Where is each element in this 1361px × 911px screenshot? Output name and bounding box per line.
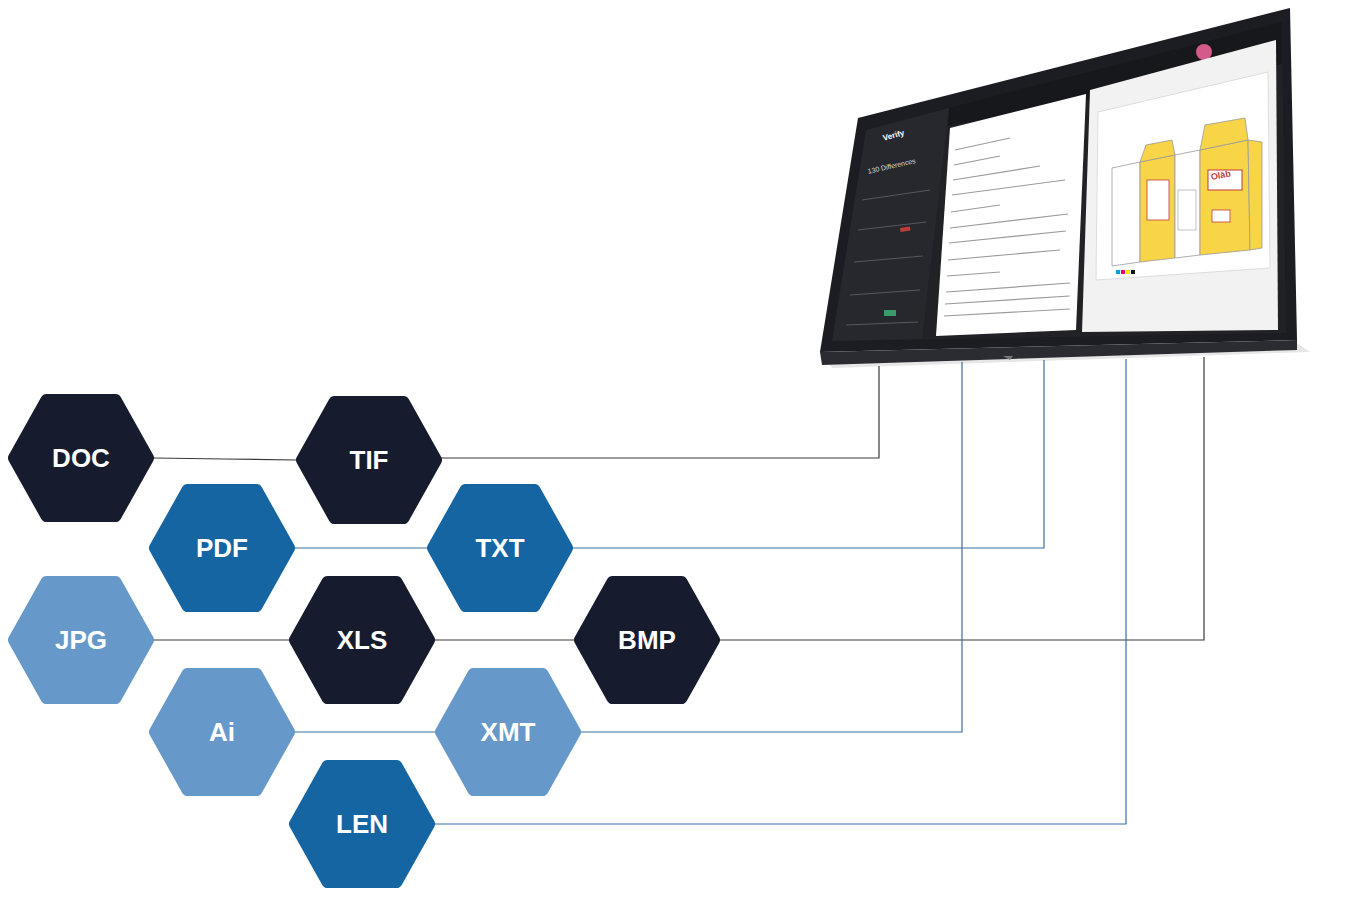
leader-line [440,366,879,458]
format-label: TIF [350,445,389,476]
doc-text-line [954,156,1000,165]
monitor-logo [1003,356,1013,360]
package-panel [1140,155,1175,262]
package-panel [1175,150,1200,258]
hexagon-outline [155,490,289,606]
format-label: PDF [196,533,248,564]
doc-text-line [952,180,1065,195]
screen [832,22,1286,341]
package-barcode [1178,190,1196,230]
format-hexagon: BMP [574,576,720,704]
package-mark [1212,210,1230,222]
package-flap [1140,140,1175,162]
hexagon-outline [433,490,567,606]
format-hexagon: Ai [149,668,295,796]
leader-line [580,362,962,732]
format-hexagon: XLS [289,576,435,704]
format-hexagon: DOC [8,394,154,522]
format-hexagon: TIF [296,396,442,524]
format-hexagon: JPG [8,576,154,704]
doc-text-line [947,272,1000,276]
sidebar-line [858,222,926,230]
doc-text-line [946,283,1070,292]
format-label: TXT [475,533,524,564]
hexagon-outline [14,582,148,698]
connector [435,640,574,641]
format-label: JPG [55,625,107,656]
doc-text-line [948,250,1060,260]
format-label: BMP [618,625,676,656]
monitor-frame [820,8,1297,352]
format-hexagon: PDF [149,484,295,612]
hexagon-outline [295,766,429,882]
package-panel [1248,140,1262,250]
hexagon-outline [302,402,436,518]
doc-text-line [953,166,1040,180]
leader-line [718,357,1204,640]
hexagon-outline [295,582,429,698]
connector [295,732,435,733]
format-hexagon: TXT [427,484,573,612]
sidebar-badge [900,227,910,232]
hexagon-outline [580,582,714,698]
package-flap [1200,118,1248,150]
document-panel [936,94,1086,336]
doc-text-line [955,138,1010,150]
connector [154,458,296,460]
sidebar-line [854,256,923,262]
hexagon-outline [441,674,575,790]
color-strip [1116,270,1135,274]
format-label: LEN [336,809,388,840]
format-hexagon: LEN [289,760,435,888]
doc-text-line [944,309,1070,316]
doc-text-line [950,214,1068,228]
format-label: Ai [209,717,235,748]
sidebar-line [862,190,930,200]
leader-line [434,359,1126,824]
sidebar-line [850,290,920,295]
package-panel [1112,162,1140,266]
avatar [1196,44,1212,60]
hexagon-outline [14,400,148,516]
hexagon-outline [155,674,289,790]
doc-text-line [949,231,1066,243]
sidebar-line [846,322,918,325]
format-hexagon: XMT [435,668,581,796]
artwork-panel [1082,40,1278,332]
sidebar [832,108,949,341]
leader-line [572,360,1044,548]
artwork-canvas [1096,72,1270,280]
format-label: XMT [481,717,536,748]
connector [154,640,289,641]
package-info-box [1147,180,1169,220]
sidebar-badge [884,310,896,316]
monitor-bezel [820,340,1297,365]
package-panel [1200,140,1250,255]
doc-text-line [945,296,1070,304]
connector [295,548,427,549]
format-label: DOC [52,443,110,474]
doc-text-line [951,205,1000,212]
format-label: XLS [337,625,388,656]
